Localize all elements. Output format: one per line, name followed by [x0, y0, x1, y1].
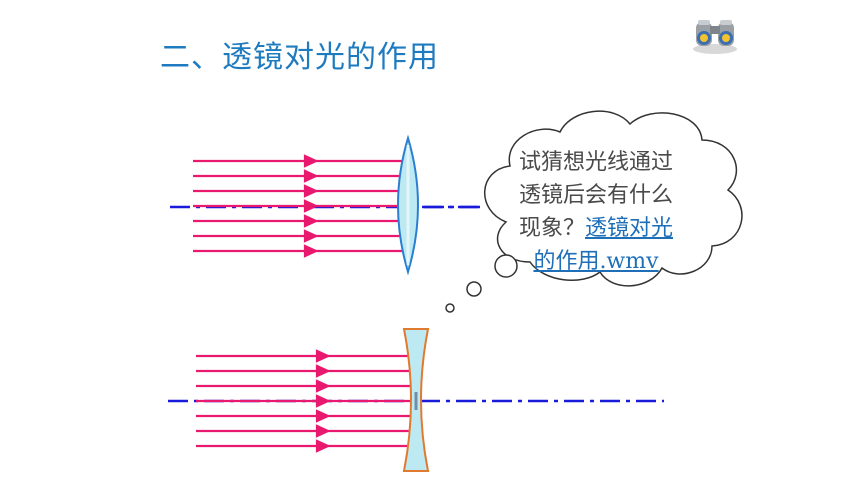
thought-text-block: 试猜想光线通过透镜后会有什么现象？透镜对光的作用.wmv — [518, 146, 674, 278]
thought-question: 试猜想光线通过透镜后会有什么现象？ — [518, 150, 673, 241]
incident-rays-bottom — [196, 349, 410, 453]
thought-bubble-small — [445, 303, 455, 313]
binoculars-icon — [693, 20, 737, 54]
slide-title: 二、透镜对光的作用 — [160, 40, 439, 75]
thought-bubble-large — [494, 254, 518, 278]
video-link[interactable]: 透镜对光的作用.wmv — [533, 216, 674, 274]
thought-bubble-medium — [466, 281, 482, 297]
incident-rays-top — [193, 154, 404, 258]
